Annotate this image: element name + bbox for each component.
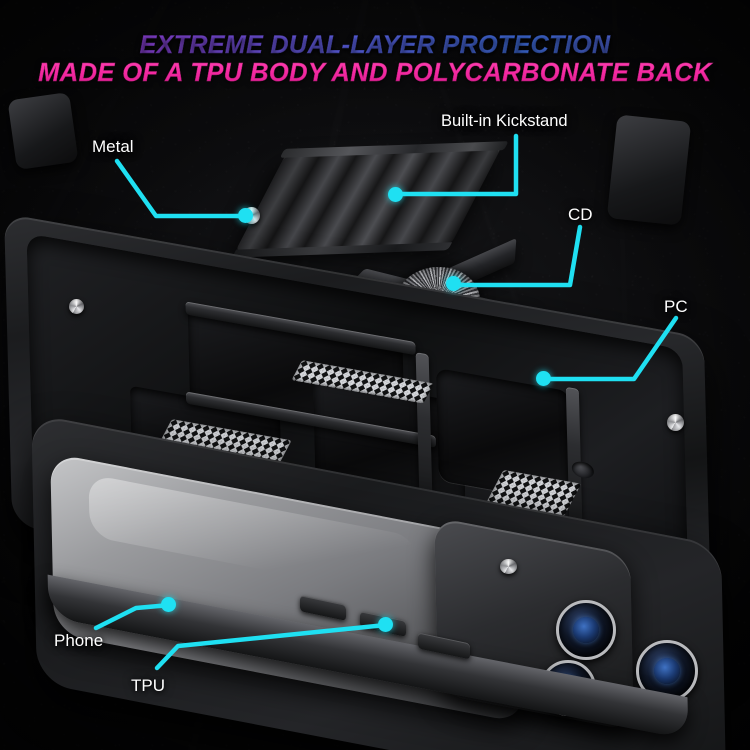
- callout-label-phone: Phone: [54, 631, 104, 650]
- callout-label-cd: CD: [568, 205, 593, 224]
- leader-dot-phone: [161, 597, 176, 612]
- callout-label-metal: Metal: [92, 137, 134, 156]
- metal-rivet: [500, 559, 517, 574]
- metal-rivet: [667, 414, 684, 431]
- right-corner-bumper: [606, 114, 692, 226]
- callout-label-pc: PC: [664, 297, 688, 316]
- leader-dot-kickstand: [388, 187, 403, 202]
- callout-label-kickstand: Built-in Kickstand: [441, 112, 568, 130]
- callout-label-tpu: TPU: [131, 676, 165, 695]
- left-corner-bumper: [7, 92, 79, 170]
- leader-dot-tpu: [378, 617, 393, 632]
- leader-dot-metal: [238, 208, 253, 223]
- leader-dot-cd: [446, 276, 461, 291]
- camera-lens: [556, 600, 616, 660]
- leader-dot-pc: [536, 371, 551, 386]
- metal-rivet: [69, 299, 84, 314]
